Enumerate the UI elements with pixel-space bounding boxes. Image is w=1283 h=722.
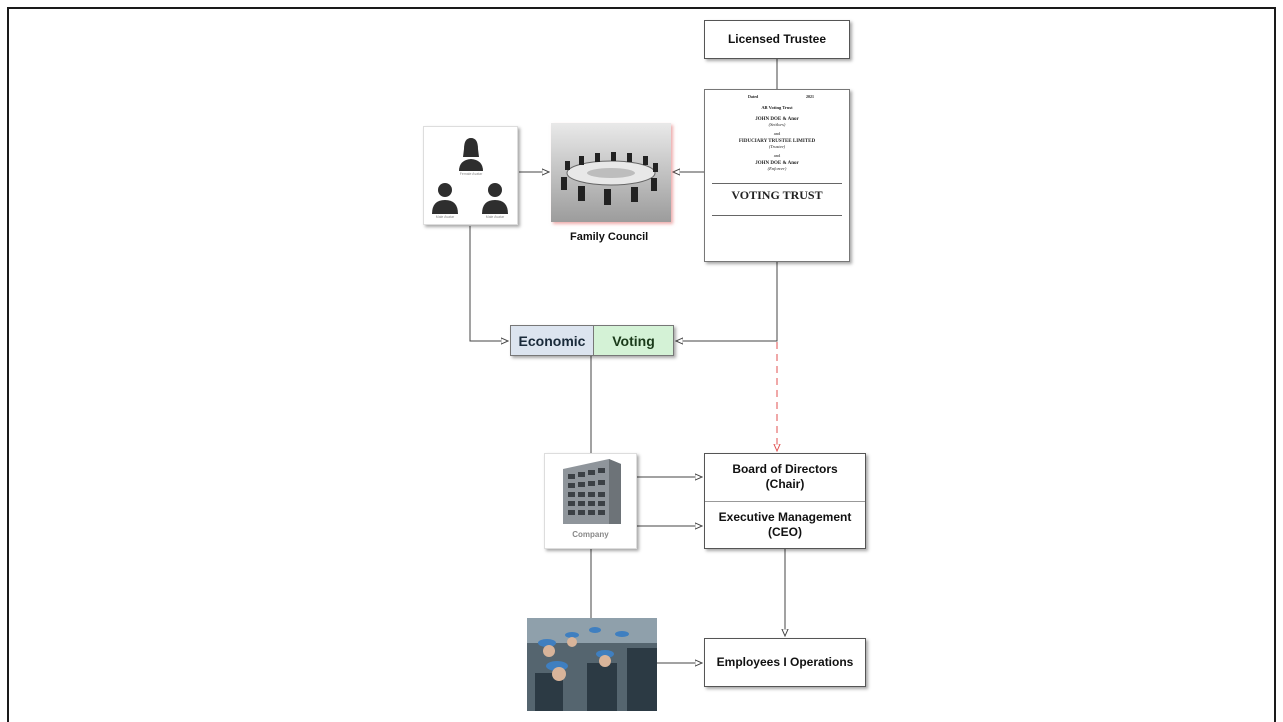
slide-frame	[7, 7, 1276, 722]
document-title: VOTING TRUST	[712, 183, 842, 216]
document-heading: AB Voting Trust	[761, 105, 793, 110]
document-party1-role: (Settlors)	[768, 122, 786, 127]
female-avatar-icon	[459, 138, 483, 171]
male-avatar-icon	[432, 183, 458, 214]
executive-management: Executive Management (CEO)	[718, 509, 852, 539]
male-member-right: Male Avatar	[478, 180, 512, 219]
document-party2-name: FIDUCIARY TRUSTEE LIMITED	[738, 139, 816, 144]
company-card: Company	[544, 453, 637, 549]
document-party1-name: JOHN DOE & Anor	[755, 117, 799, 122]
document-and-1: and	[773, 131, 781, 136]
document-party3-role: (Enforcer)	[767, 166, 787, 171]
employees-operations-label: Employees I Operations	[716, 655, 854, 669]
licensed-trustee-box: Licensed Trustee	[704, 20, 850, 59]
board-of-directors: Board of Directors (Chair)	[705, 454, 865, 502]
family-council-label: Family Council	[570, 231, 649, 243]
workforce-photo	[527, 618, 657, 711]
blank-area	[880, 9, 1274, 367]
office-building-icon	[563, 459, 621, 524]
voting-rights: Voting	[594, 326, 673, 355]
document-dated: Dated	[748, 94, 759, 99]
male-member-right-label: Male Avatar	[485, 215, 505, 219]
female-member: Female Avatar	[454, 135, 488, 176]
boardroom-table-icon	[561, 152, 658, 205]
employees-operations-box: Employees I Operations	[704, 638, 866, 687]
members-to-economic-arrow	[469, 226, 508, 341]
document-party3-name: JOHN DOE & Anor	[755, 161, 799, 166]
document-to-voting-arrow	[676, 262, 778, 341]
document-year: 2021	[806, 94, 814, 99]
economic-rights: Economic	[511, 326, 594, 355]
voting-trust-document: Dated 2021 AB Voting Trust JOHN DOE & An…	[704, 89, 850, 262]
female-member-label: Female Avatar	[459, 172, 483, 176]
male-member-left-label: Male Avatar	[435, 215, 455, 219]
company-label: Company	[572, 530, 609, 539]
male-member-left: Male Avatar	[428, 180, 462, 219]
document-and-2: and	[773, 153, 781, 158]
family-council-image	[551, 123, 671, 222]
licensed-trustee-label: Licensed Trustee	[727, 32, 827, 46]
governance-box: Board of Directors (Chair) Executive Man…	[704, 453, 866, 549]
family-members-card: Female Avatar Male Avatar Male Avatar	[423, 126, 518, 225]
share-rights-box: Economic Voting	[510, 325, 674, 356]
document-party2-role: (Trustee)	[768, 144, 786, 149]
male-avatar-icon	[482, 183, 508, 214]
document-date-row: Dated 2021	[705, 90, 849, 99]
factory-workers-image	[527, 618, 657, 711]
